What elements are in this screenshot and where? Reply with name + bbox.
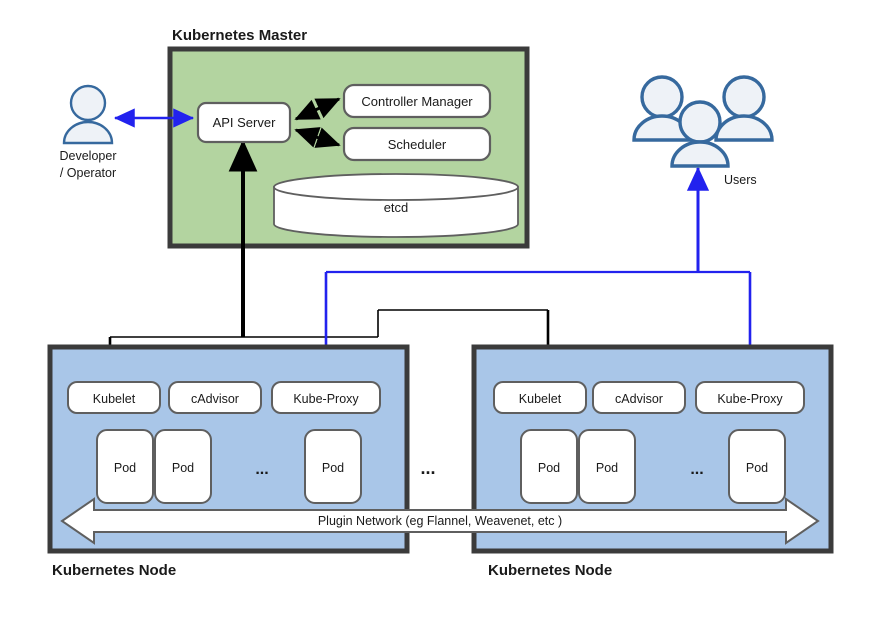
node-right-pod-3[interactable]: Pod: [728, 429, 786, 504]
node-left-pod-1[interactable]: Pod: [96, 429, 154, 504]
node-right-pod-2-label: Pod: [596, 461, 618, 475]
users-actor[interactable]: Users: [632, 75, 774, 187]
node-left-pod-2-label: Pod: [172, 461, 194, 475]
node-left-title: Kubernetes Node: [52, 562, 176, 579]
node-left-kubelet-label: Kubelet: [93, 392, 136, 406]
api-server-label: API Server: [213, 115, 277, 130]
scheduler-label: Scheduler: [388, 137, 447, 152]
node-right-pods-ellipsis: ...: [690, 461, 703, 478]
controller-manager-box[interactable]: Controller Manager: [342, 83, 492, 119]
node-right-kubeproxy-label: Kube-Proxy: [717, 392, 783, 406]
node-left-pods-ellipsis: ...: [255, 461, 268, 478]
node-right-kube-proxy[interactable]: Kube-Proxy: [695, 381, 805, 414]
node-right-kubelet-label: Kubelet: [519, 392, 562, 406]
plugin-network-label: Plugin Network (eg Flannel, Weavenet, et…: [318, 514, 562, 528]
node-left-cadvisor-label: cAdvisor: [191, 392, 239, 406]
scheduler-box[interactable]: Scheduler: [342, 126, 492, 162]
api-server-box[interactable]: API Server: [196, 101, 292, 144]
node-left-pod-3-label: Pod: [322, 461, 344, 475]
api-controller-arrow: [294, 97, 341, 121]
node-left-cadvisor[interactable]: cAdvisor: [168, 381, 262, 414]
node-right-title: Kubernetes Node: [488, 562, 612, 579]
node-left-kubelet[interactable]: Kubelet: [67, 381, 161, 414]
developer-actor[interactable]: Developer / Operator: [60, 84, 117, 180]
node-right-cadvisor-label: cAdvisor: [615, 392, 663, 406]
node-left-group: Kubelet cAdvisor Kube-Proxy Pod Pod ... …: [47, 344, 410, 579]
master-title: Kubernetes Master: [172, 27, 307, 44]
between-nodes-ellipsis: ...: [420, 458, 435, 478]
node-left-pod-2[interactable]: Pod: [154, 429, 212, 504]
node-right-pod-1[interactable]: Pod: [520, 429, 578, 504]
node-right-pod-3-label: Pod: [746, 461, 768, 475]
developer-label-line2: / Operator: [60, 166, 116, 180]
users-label: Users: [724, 173, 757, 187]
node-left-pod-1-label: Pod: [114, 461, 136, 475]
controller-manager-label: Controller Manager: [361, 94, 473, 109]
node-right-pod-1-label: Pod: [538, 461, 560, 475]
node-left-kube-proxy[interactable]: Kube-Proxy: [271, 381, 381, 414]
node-right-group: Kubelet cAdvisor Kube-Proxy Pod Pod ... …: [471, 344, 834, 579]
etcd-cylinder[interactable]: etcd: [273, 173, 519, 238]
node-left-kubeproxy-label: Kube-Proxy: [293, 392, 359, 406]
node-right-pod-2[interactable]: Pod: [578, 429, 636, 504]
person-icon: [62, 84, 114, 145]
api-scheduler-arrow: [294, 127, 341, 148]
node-left-pod-3[interactable]: Pod: [304, 429, 362, 504]
node-right-kubelet[interactable]: Kubelet: [493, 381, 587, 414]
etcd-label: etcd: [384, 200, 409, 215]
plugin-network-arrow: [60, 497, 820, 545]
node-right-cadvisor[interactable]: cAdvisor: [592, 381, 686, 414]
people-group-icon: [632, 75, 774, 168]
developer-label-line1: Developer: [60, 149, 117, 163]
